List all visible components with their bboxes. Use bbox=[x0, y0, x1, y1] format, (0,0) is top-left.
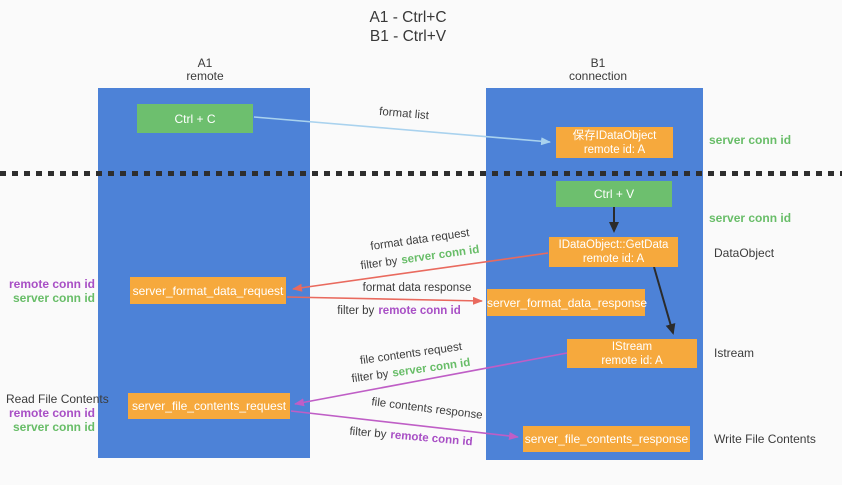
node-ctrl-c: Ctrl + C bbox=[137, 104, 253, 133]
node-save-idataobject: 保存IDataObject remote id: A bbox=[556, 127, 673, 158]
filter-prefix: filter by bbox=[337, 305, 375, 317]
getdata-to-istream-arrow bbox=[653, 266, 676, 335]
left-conn-ids-top: remote conn id server conn id bbox=[0, 277, 95, 305]
ctrl-v-label: Ctrl + V bbox=[593, 187, 635, 201]
read-file-contents-label: Read File Contents bbox=[6, 392, 109, 406]
istream-line1: IStream bbox=[611, 340, 653, 353]
file-contents-request-arrow bbox=[294, 352, 568, 407]
diagram-title: A1 - Ctrl+C B1 - Ctrl+V bbox=[258, 8, 558, 46]
file-contents-response-arrow bbox=[290, 410, 519, 440]
server-format-data-request-label: server_format_data_request bbox=[132, 283, 284, 298]
server-conn-id-label: server conn id bbox=[12, 420, 95, 434]
server-file-contents-request-label: server_file_contents_request bbox=[131, 399, 287, 413]
dataobject-label: DataObject bbox=[714, 246, 775, 260]
istream-line2: remote id: A bbox=[601, 354, 663, 367]
timeline-divider-dashed-line bbox=[0, 171, 842, 176]
server-conn-id-label-top-right: server conn id bbox=[709, 133, 792, 147]
column-b1-id: B1 bbox=[590, 56, 606, 70]
format-data-response-arrow bbox=[286, 296, 483, 305]
save-idataobject-line2: remote id: A bbox=[583, 143, 646, 156]
remote-conn-id-label: remote conn id bbox=[8, 277, 95, 291]
format-list-arrow bbox=[253, 116, 551, 146]
getdata-line2: remote id: A bbox=[582, 253, 645, 265]
save-idataobject-line1: 保存IDataObject bbox=[572, 129, 657, 142]
title-line-1: A1 - Ctrl+C bbox=[369, 9, 447, 26]
node-server-format-data-request: server_format_data_request bbox=[130, 277, 286, 304]
istream-side-label: Istream bbox=[714, 346, 755, 360]
column-b1-role: connection bbox=[568, 69, 628, 83]
server-format-data-response-label: server_format_data_response bbox=[487, 295, 648, 310]
server-conn-id-label-mid-right: server conn id bbox=[709, 211, 792, 225]
getdata-line1: IDataObject::GetData bbox=[558, 239, 669, 251]
remote-conn-id-label: remote conn id bbox=[8, 406, 95, 420]
format-data-response-label: format data response bbox=[362, 282, 472, 294]
title-line-2: B1 - Ctrl+V bbox=[369, 28, 447, 45]
ctrl-c-label: Ctrl + C bbox=[174, 111, 216, 126]
node-idataobject-getdata: IDataObject::GetData remote id: A bbox=[549, 237, 678, 267]
server-file-contents-response-label: server_file_contents_response bbox=[524, 432, 689, 446]
write-file-contents-label: Write File Contents bbox=[714, 432, 816, 446]
node-server-file-contents-response: server_file_contents_response bbox=[523, 426, 690, 452]
column-header-b1: B1 connection bbox=[538, 57, 658, 83]
column-a1-id: A1 bbox=[197, 56, 213, 70]
node-ctrl-v: Ctrl + V bbox=[556, 181, 672, 207]
server-conn-id-label: server conn id bbox=[12, 291, 95, 305]
column-a1-role: remote bbox=[186, 69, 224, 83]
node-server-format-data-response: server_format_data_response bbox=[487, 289, 648, 316]
left-conn-ids-bottom: remote conn id server conn id bbox=[0, 406, 95, 434]
filter-value-remote-conn-id: remote conn id bbox=[378, 305, 461, 317]
node-server-file-contents-request: server_file_contents_request bbox=[128, 393, 290, 419]
format-data-request-arrow bbox=[292, 252, 549, 292]
node-istream: IStream remote id: A bbox=[567, 339, 697, 368]
column-header-a1: A1 remote bbox=[145, 57, 265, 83]
